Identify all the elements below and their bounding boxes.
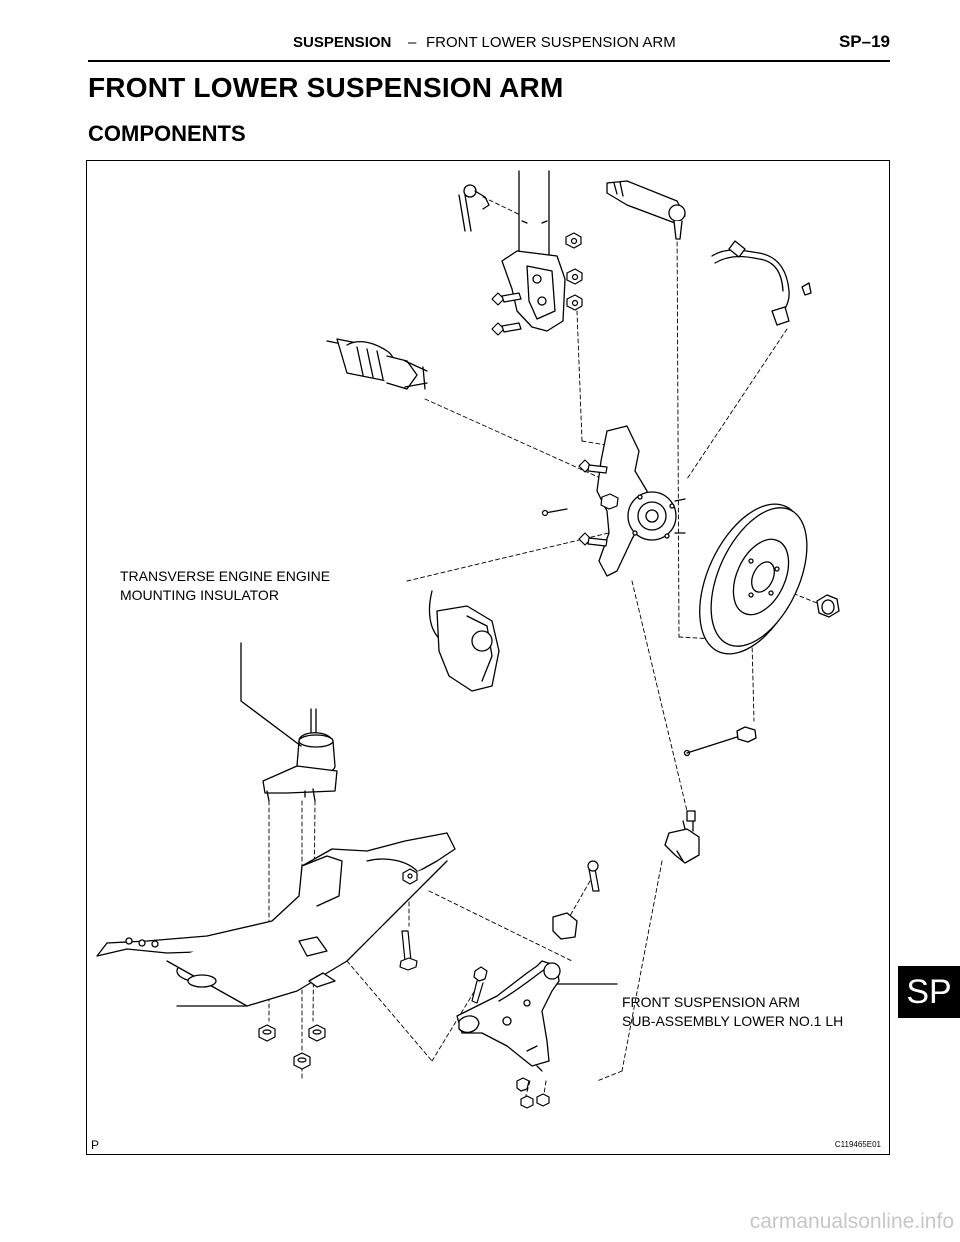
header-title: FRONT LOWER SUSPENSION ARM [426, 34, 676, 51]
section-tab: SP [898, 966, 960, 1018]
bracket-bolts [491, 292, 522, 336]
watermark: carmanualsonline.info [749, 1210, 954, 1233]
exploded-diagram [96, 170, 840, 1109]
page-title: FRONT LOWER SUSPENSION ARM [88, 72, 564, 103]
ball-joint [664, 810, 700, 864]
page-header: SUSPENSION – FRONT LOWER SUSPENSION ARM … [88, 28, 890, 62]
suspension-arm-label: FRONT SUSPENSION ARM SUB-ASSEMBLY LOWER … [622, 993, 843, 1031]
header-separator: – [408, 34, 417, 51]
steering-knuckle [596, 425, 686, 577]
crossmember-bolt [399, 860, 600, 971]
callout-lines [240, 642, 618, 985]
header-rule [88, 60, 890, 62]
brake-caliper [428, 590, 500, 692]
stabilizer-link [458, 184, 490, 232]
drive-shaft [326, 338, 428, 390]
front-suspension-arm [456, 960, 561, 1072]
header-section: SUSPENSION [293, 34, 392, 51]
engine-mounting-insulator [262, 708, 338, 802]
hub-nut [816, 594, 840, 618]
insulator-label: TRANSVERSE ENGINE ENGINE MOUNTING INSULA… [120, 567, 330, 605]
speed-sensor-wire [711, 240, 812, 326]
brake-disc [699, 503, 808, 655]
cotter-pins [683, 726, 757, 757]
suspension-arm-label-line-2: SUB-ASSEMBLY LOWER NO.1 LH [622, 1013, 844, 1029]
knuckle-bolts [541, 459, 619, 547]
insulator-label-line-1: TRANSVERSE ENGINE ENGINE [120, 568, 331, 584]
shock-absorber-bracket [501, 170, 566, 332]
tie-rod-end [606, 180, 686, 240]
stabilizer-bushing [552, 912, 578, 940]
arm-bolts [471, 966, 550, 1109]
insulator-label-line-2: MOUNTING INSULATOR [120, 587, 279, 603]
bracket-nuts [565, 232, 583, 311]
crossmember-nuts [258, 868, 418, 1070]
assembly-leader-lines [268, 196, 818, 1107]
components-figure: TRANSVERSE ENGINE ENGINE MOUNTING INSULA… [86, 160, 890, 1155]
figure-corner-mark: P [91, 1138, 100, 1152]
figure-code: C119465E01 [834, 1140, 881, 1149]
section-title: COMPONENTS [88, 121, 246, 146]
suspension-crossmember [96, 832, 456, 1007]
page-number: SP–19 [838, 32, 890, 51]
suspension-arm-label-line-1: FRONT SUSPENSION ARM [622, 994, 800, 1010]
